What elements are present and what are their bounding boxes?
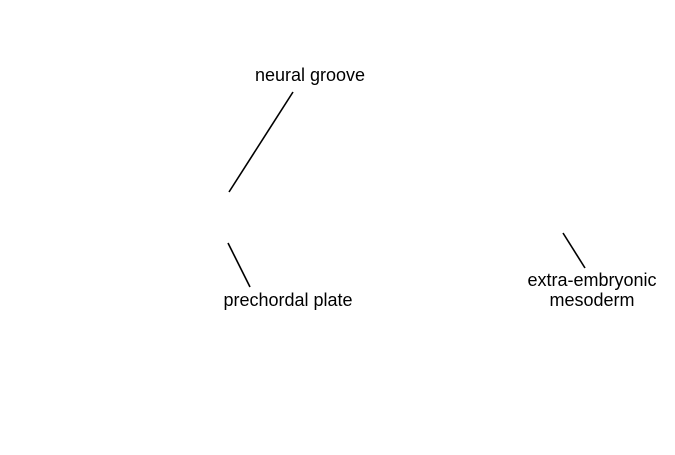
extra-embryonic-label-line2: mesoderm bbox=[549, 290, 635, 310]
neural-groove-label: neural groove bbox=[254, 65, 366, 85]
extra-embryonic-mesoderm-label: extra-embryonic mesoderm bbox=[507, 270, 675, 310]
extra-embryonic-label-line1: extra-embryonic bbox=[527, 270, 657, 290]
neural-groove-leader bbox=[228, 91, 294, 193]
extra-embryonic-mesoderm-leader bbox=[562, 232, 586, 269]
prechordal-plate-leader bbox=[227, 242, 251, 288]
prechordal-plate-label: prechordal plate bbox=[223, 290, 353, 310]
